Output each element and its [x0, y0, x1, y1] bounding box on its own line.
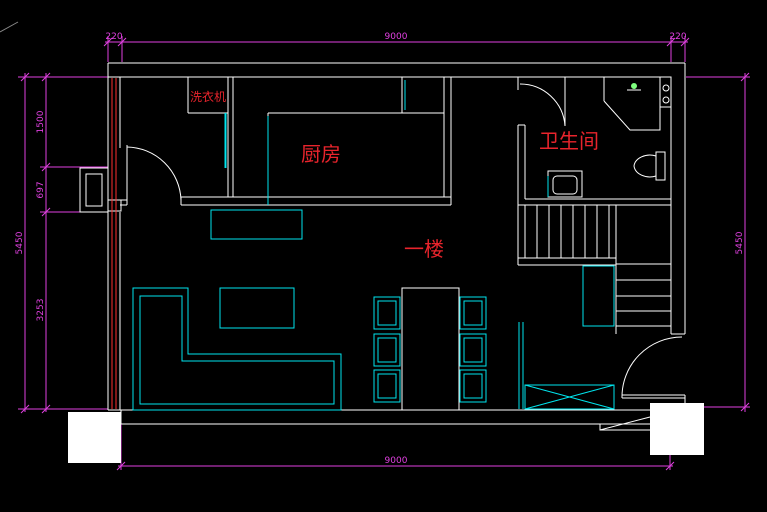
furniture	[132, 80, 615, 411]
dining-table	[401, 287, 460, 411]
corner-mark	[0, 21, 19, 33]
label-kitchen: 厨房	[301, 142, 341, 166]
corner-column-left	[68, 412, 121, 463]
dim-left-seg2: 697	[36, 181, 46, 198]
corner-column-right	[650, 403, 704, 455]
walls	[79, 62, 686, 431]
label-floor: 一楼	[404, 237, 444, 261]
dim-top-right: 220	[669, 32, 686, 42]
dim-bottom-total: 9000	[385, 456, 408, 466]
dim-top-total: 9000	[385, 32, 408, 42]
dim-top-left: 220	[105, 32, 122, 42]
label-washer: 洗衣机	[190, 89, 226, 104]
dim-left-seg1: 1500	[36, 110, 46, 133]
dimension-lines	[18, 36, 750, 471]
dim-left-seg3: 3253	[36, 299, 46, 322]
label-bathroom: 卫生间	[539, 129, 599, 153]
left-wall-red-lines	[111, 78, 117, 409]
dim-left-total: 5450	[15, 231, 25, 254]
dim-right-total: 5450	[735, 231, 745, 254]
